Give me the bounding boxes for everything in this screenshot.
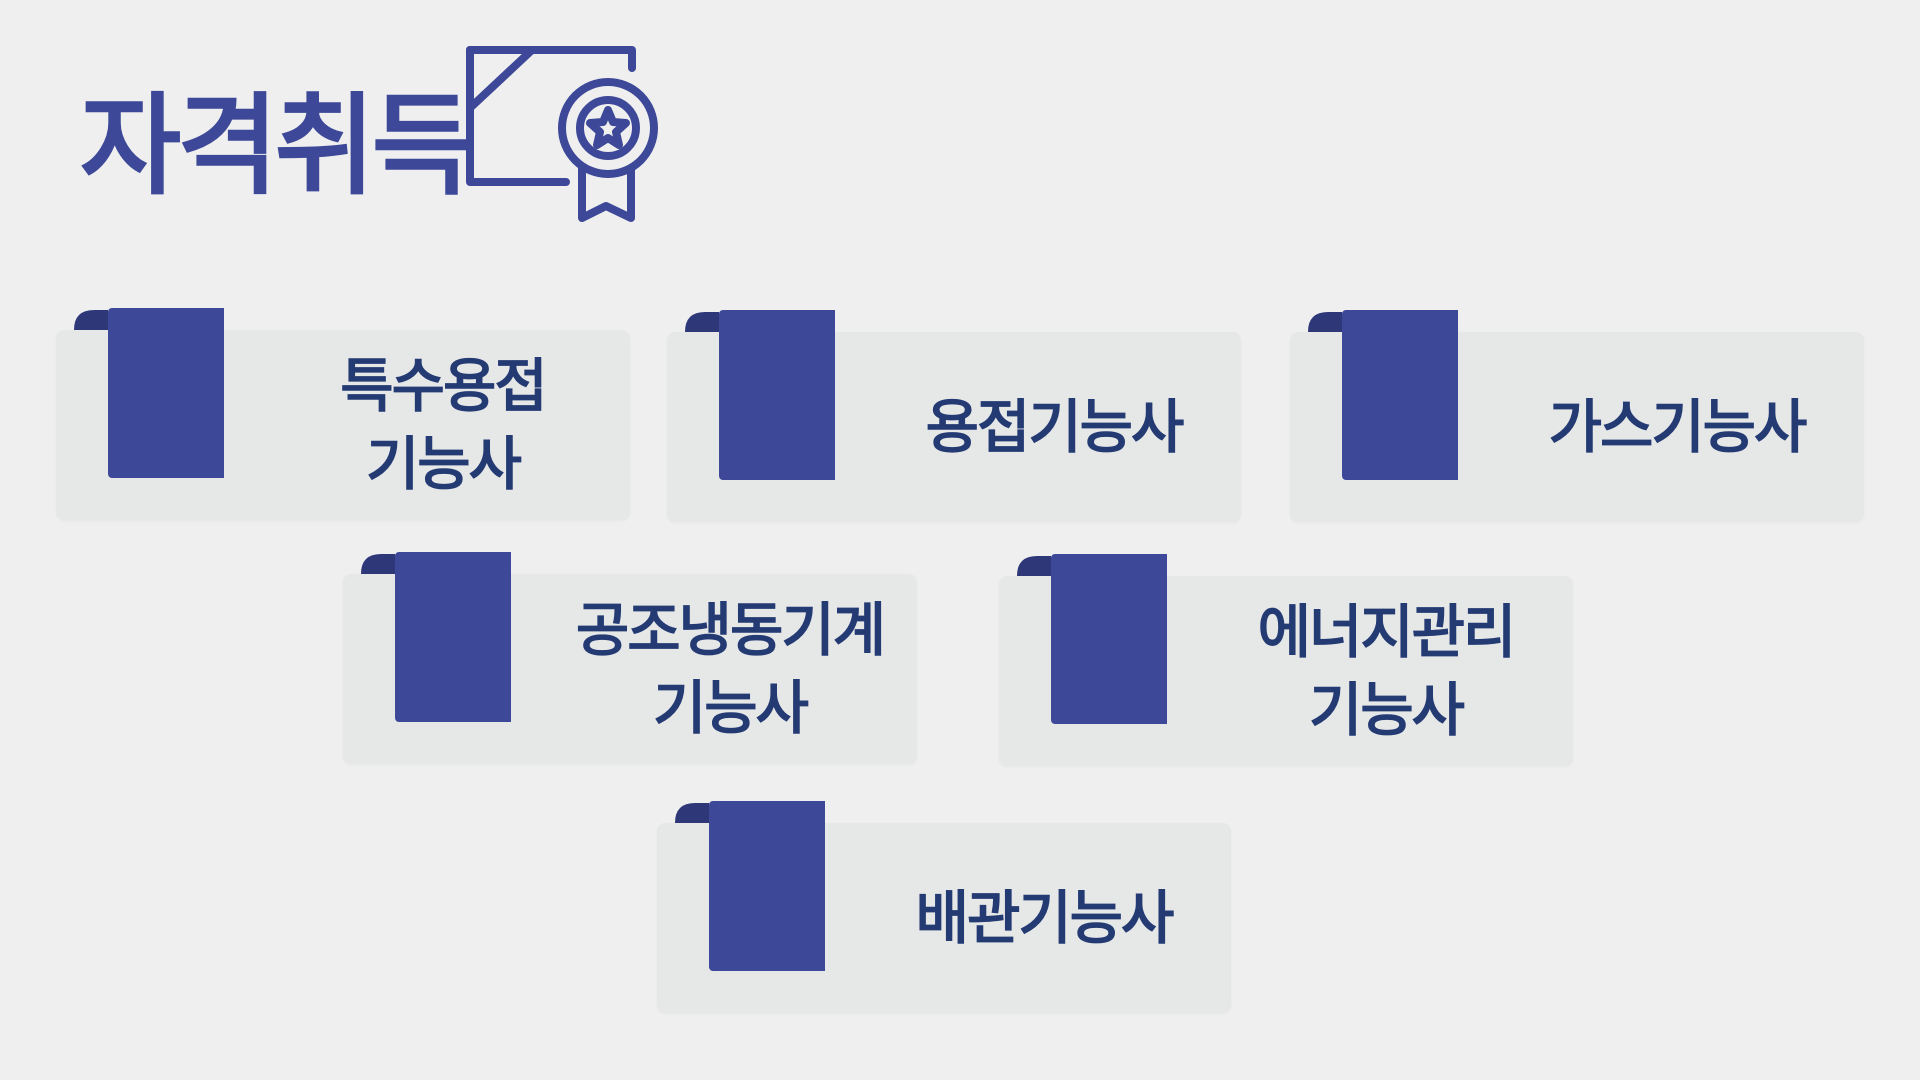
certificate-award-icon — [466, 46, 658, 222]
cert-card-hvac-refrigeration[interactable]: 공조냉동기계 기능사 — [343, 552, 917, 764]
bookmark-tab-icon — [675, 801, 825, 971]
cert-card-welding[interactable]: 용접기능사 — [667, 310, 1241, 522]
bookmark-tab-icon — [361, 552, 511, 722]
cert-label: 에너지관리 기능사 — [1257, 597, 1517, 744]
cert-card-energy-management[interactable]: 에너지관리 기능사 — [999, 554, 1573, 766]
cert-label: 특수용접 기능사 — [340, 351, 547, 498]
cert-label: 용접기능사 — [925, 392, 1185, 461]
cert-label: 공조냉동기계 기능사 — [575, 595, 886, 742]
bookmark-tab-icon — [685, 310, 835, 480]
page-title: 자격취득 — [80, 82, 473, 210]
cert-card-gas[interactable]: 가스기능사 — [1290, 310, 1864, 522]
cert-card-plumbing[interactable]: 배관기능사 — [657, 801, 1231, 1013]
bookmark-tab-icon — [1017, 554, 1167, 724]
cert-label: 가스기능사 — [1548, 392, 1808, 461]
cert-card-special-welding[interactable]: 특수용접 기능사 — [56, 308, 630, 520]
cert-label: 배관기능사 — [915, 883, 1175, 952]
bookmark-tab-icon — [1308, 310, 1458, 480]
bookmark-tab-icon — [74, 308, 224, 478]
